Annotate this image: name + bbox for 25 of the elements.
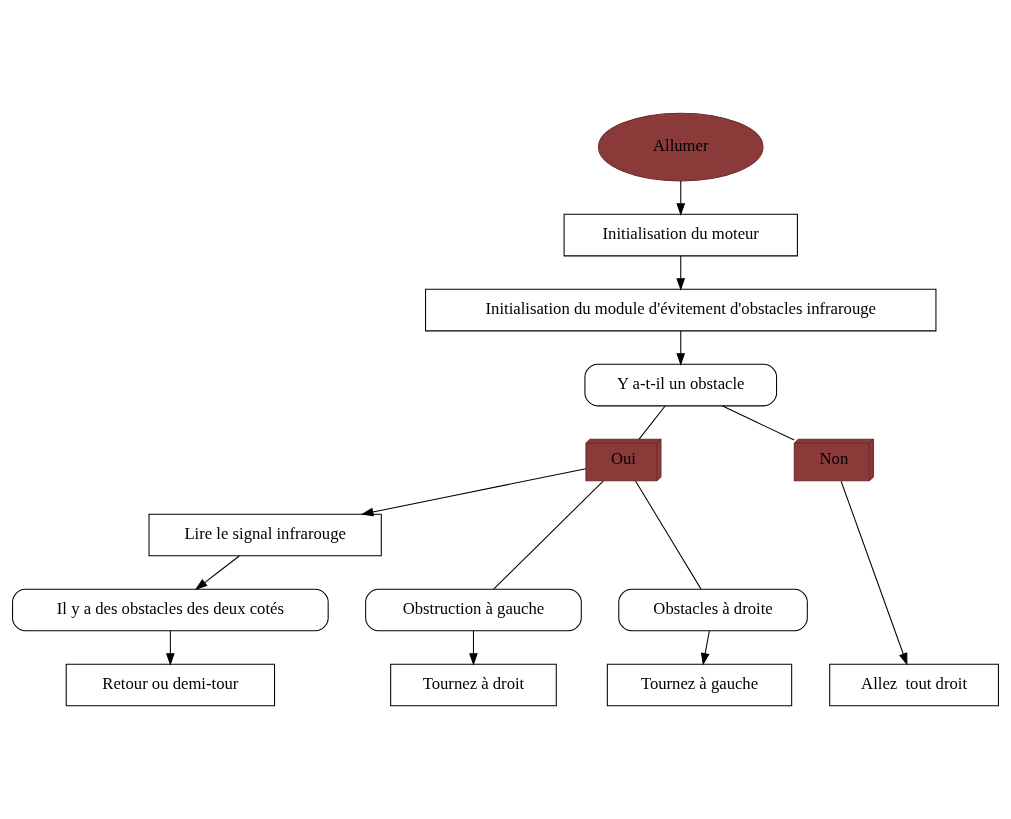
connector: [638, 405, 666, 440]
arrow: [676, 180, 686, 216]
connector: [635, 480, 702, 590]
arrow: [676, 330, 686, 366]
node-box: Y a-t-il un obstacle: [584, 363, 778, 407]
arrow: [676, 255, 686, 291]
arrow: [700, 630, 710, 666]
node-box: Retour ou demi-tour: [65, 663, 276, 707]
arrow: [166, 630, 175, 666]
arrow: [469, 630, 478, 666]
connector: [722, 405, 795, 441]
node-ellipse: Allumer: [597, 112, 764, 182]
arrow: [840, 480, 908, 666]
node-box: Obstacles à droite: [618, 588, 808, 632]
node-box: Il y a des obstacles des deux cotés: [12, 588, 329, 632]
node-box: Lire le signal infrarouge: [148, 513, 382, 557]
node-box: Initialisation du module d'évitement d'obstacles infrarouge: [425, 288, 937, 332]
node-box: Initialisation du moteur: [563, 213, 798, 257]
node-box: Allez tout droit: [829, 663, 999, 707]
node-box: Tournez à gauche: [606, 663, 793, 707]
connector: [493, 480, 604, 590]
arrow: [195, 555, 240, 591]
arrow: [360, 468, 587, 517]
node-box: Tournez à droit: [390, 663, 557, 707]
node-box: Obstruction à gauche: [365, 588, 582, 632]
